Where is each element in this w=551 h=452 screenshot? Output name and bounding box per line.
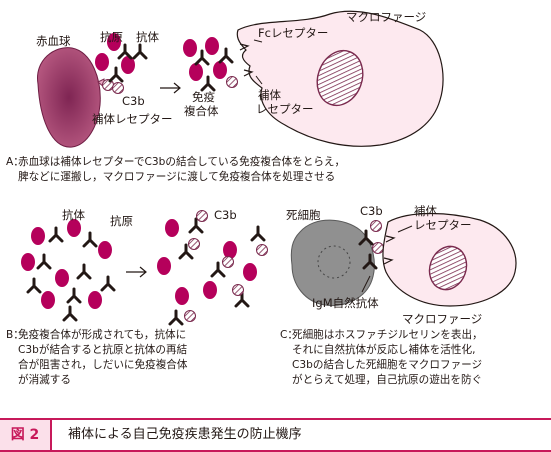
panel-b-artwork	[21, 210, 268, 326]
label-complement-receptor-c-2: レセプター	[414, 218, 472, 232]
caption-b-line3: 合が阻害され，しだいに免疫複合体	[18, 359, 188, 371]
red-blood-cell	[37, 47, 101, 148]
label-complement-receptor-a2-2: レセプター	[256, 102, 314, 116]
diagram-artwork	[21, 10, 517, 326]
label-c3b-b: C3b	[214, 208, 237, 222]
figure-number: 図 2	[0, 420, 52, 450]
label-antigen-b: 抗原	[110, 214, 133, 228]
label-complement-receptor-a2-1: 補体	[258, 88, 281, 102]
caption-c-line1: 死細胞はホスファチジルセリンを表出，	[292, 329, 483, 341]
caption-b-tag: B：	[6, 329, 24, 341]
macrophage-a-nucleus	[316, 49, 364, 107]
label-immune-complex-2: 複合体	[184, 104, 219, 118]
caption-a-line1: 赤血球は補体レセプターでC3bの結合している免疫複合体をとらえ，	[18, 156, 346, 168]
label-rbc: 赤血球	[36, 34, 71, 48]
label-antibody-a: 抗体	[136, 30, 159, 44]
label-dead-cell: 死細胞	[286, 208, 321, 222]
label-macrophage-c: マクロファージ	[402, 312, 483, 326]
panel-a-artwork	[37, 10, 444, 148]
label-antigen-a: 抗原	[100, 30, 123, 44]
arrow-b	[126, 266, 147, 278]
caption-b-line4: が消滅する	[18, 374, 71, 386]
label-macrophage-a: マクロファージ	[346, 10, 427, 24]
macrophage-c-nucleus	[428, 245, 468, 291]
panel-c-artwork	[290, 212, 517, 307]
label-complement-receptor-a: 補体レセプター	[92, 112, 173, 126]
caption-a-line2: 脾などに運搬し，マクロファージに渡して免疫複合体を処理させる	[18, 171, 336, 183]
caption-c-line3: C3bの結合した死細胞をマクロファージ	[292, 359, 483, 371]
caption-c-line4: がとらえて処理，自己抗原の遊出を防ぐ	[292, 374, 483, 386]
label-complement-receptor-c-1: 補体	[414, 204, 437, 218]
label-antibody-b: 抗体	[62, 208, 85, 222]
caption-c-line2: それに自然抗体が反応し補体を活性化,	[292, 344, 476, 356]
arrow-a	[160, 82, 181, 94]
label-fc-receptor: Fcレセプター	[258, 26, 329, 40]
caption-c-tag: C：	[280, 329, 298, 341]
figure-caption-bar: 図 2 補体による自己免疫疾患発生の防止機序	[0, 418, 551, 452]
label-c3b-c: C3b	[360, 204, 383, 218]
label-c3b-a: C3b	[122, 94, 145, 108]
dead-cell	[290, 219, 375, 307]
caption-b-line1: 免疫複合体が形成されても，抗体に	[18, 329, 187, 341]
label-immune-complex-1: 免疫	[192, 90, 215, 104]
label-igm: IgM自然抗体	[312, 296, 379, 310]
caption-b-line2: C3bが結合すると抗原と抗体の再結	[18, 344, 188, 356]
dead-cell-nucleus	[317, 245, 351, 279]
caption-a-tag: A：	[6, 156, 24, 168]
figure-title: 補体による自己免疫疾患発生の防止機序	[68, 427, 302, 442]
